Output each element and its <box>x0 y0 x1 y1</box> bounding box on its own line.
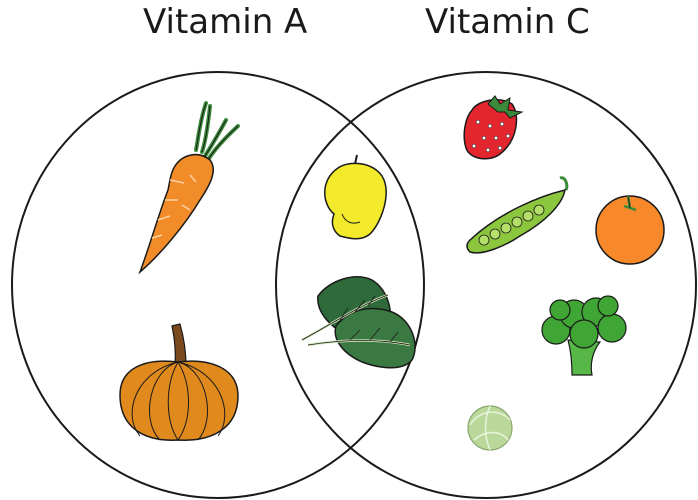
brussels-sprout-icon <box>468 406 512 450</box>
orange-icon <box>596 196 664 264</box>
strawberry-icon <box>464 96 522 159</box>
yellow-apple-icon <box>325 155 386 239</box>
pea-pod-icon <box>467 178 567 253</box>
pumpkin-icon <box>120 324 238 440</box>
carrot-icon <box>140 103 238 272</box>
spinach-icon <box>302 277 415 368</box>
broccoli-icon <box>542 296 626 375</box>
